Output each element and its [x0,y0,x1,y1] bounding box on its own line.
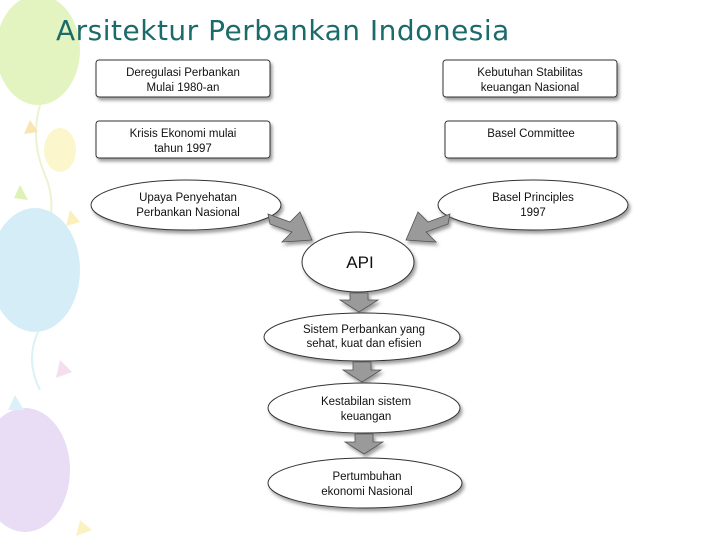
node-upaya-line2: Perbankan Nasional [136,207,240,219]
node-sistem-line2: sehat, kuat dan efisien [306,338,421,350]
node-kebutuhan-line1: Kebutuhan Stabilitas [477,67,583,79]
node-krisis-line1: Krisis Ekonomi mulai [130,128,237,140]
node-deregulasi: Deregulasi Perbankan Mulai 1980-an [95,59,271,98]
confetti-icon [14,185,28,200]
node-basel-committee-label: Basel Committee [487,128,575,140]
node-pertumbuhan-line1: Pertumbuhan [332,471,401,483]
node-upaya-penyehatan: Upaya Penyehatan Perbankan Nasional [90,179,282,231]
confetti-icon [24,120,38,134]
node-kebutuhan-line2: keuangan Nasional [481,82,579,94]
confetti-icon [76,520,92,536]
balloon-purple-icon [0,408,70,532]
balloon-string [31,331,41,391]
balloon-green-icon [0,0,80,105]
node-pertumbuhan-line2: ekonomi Nasional [321,486,412,498]
confetti-icon [56,360,72,378]
node-kebutuhan-stabilitas: Kebutuhan Stabilitas keuangan Nasional [442,59,618,98]
balloon-blue-icon [0,208,80,332]
confetti-icon [66,210,80,226]
node-krisis: Krisis Ekonomi mulai tahun 1997 [95,120,271,159]
arrow-down-icon [338,292,380,313]
node-kestabilan-line2: keuangan [341,411,392,423]
node-sistem-line1: Sistem Perbankan yang [303,324,425,336]
arrow-down-icon [343,433,385,455]
node-kestabilan-line1: Kestabilan sistem [321,396,411,408]
arrow-left-to-api-icon [267,211,313,243]
balloon-yellow-icon [44,128,76,172]
confetti-icon [8,395,24,410]
node-basel-principles: Basel Principles 1997 [437,179,629,231]
node-pertumbuhan: Pertumbuhan ekonomi Nasional [267,457,463,509]
arrow-down-icon [341,361,383,383]
node-basel-committee: Basel Committee [444,120,618,159]
node-api: API [301,231,415,293]
node-krisis-line2: tahun 1997 [154,143,212,155]
node-basel-principles-line1: Basel Principles [492,192,574,204]
node-sistem-perbankan: Sistem Perbankan yang sehat, kuat dan ef… [263,312,461,362]
node-deregulasi-line1: Deregulasi Perbankan [126,67,240,79]
node-kestabilan: Kestabilan sistem keuangan [267,382,461,434]
node-api-label: API [346,253,373,272]
node-upaya-line1: Upaya Penyehatan [139,192,237,204]
arrow-right-to-api-icon [405,211,451,243]
slide-title: Arsitektur Perbankan Indonesia [56,14,510,47]
node-deregulasi-line2: Mulai 1980-an [147,82,220,94]
node-basel-principles-line2: 1997 [520,207,546,219]
